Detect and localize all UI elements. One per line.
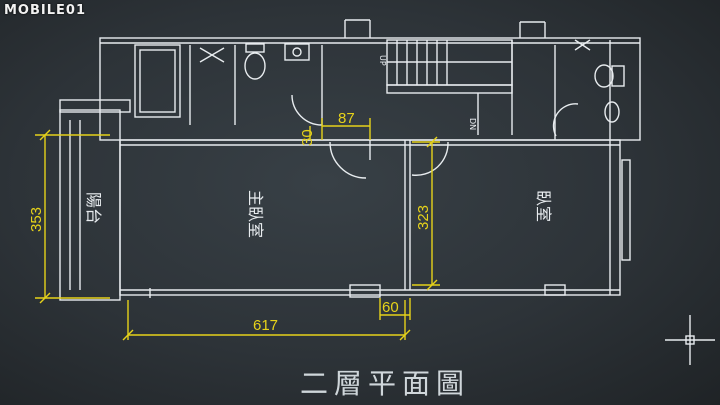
- dimension-353: 353: [28, 207, 45, 232]
- dimension-617: 617: [253, 317, 278, 334]
- dimension-lines: [35, 118, 440, 341]
- dimension-30: 30: [299, 129, 316, 146]
- toilet: [244, 52, 266, 80]
- dimension-60: 60: [382, 299, 399, 316]
- door-swing: [291, 94, 323, 126]
- dimension-87: 87: [338, 110, 355, 127]
- drawing-caption: 二層平面圖: [300, 367, 471, 400]
- room-label-balcony: 陽台: [84, 192, 103, 224]
- stair-label-dn: DN: [468, 118, 477, 130]
- watermark-logo: MOBILE01: [4, 3, 86, 18]
- stair-label-up: UP: [378, 55, 387, 66]
- balcony-outline: [59, 109, 121, 301]
- room-label-bedroom: 臥室: [534, 190, 553, 222]
- dimension-323: 323: [415, 205, 432, 230]
- sink: [284, 43, 310, 61]
- door-swing: [411, 141, 449, 176]
- door-swing: [329, 141, 367, 179]
- room-label-master-bedroom: 主臥室: [246, 190, 265, 238]
- bathtub: [134, 44, 181, 118]
